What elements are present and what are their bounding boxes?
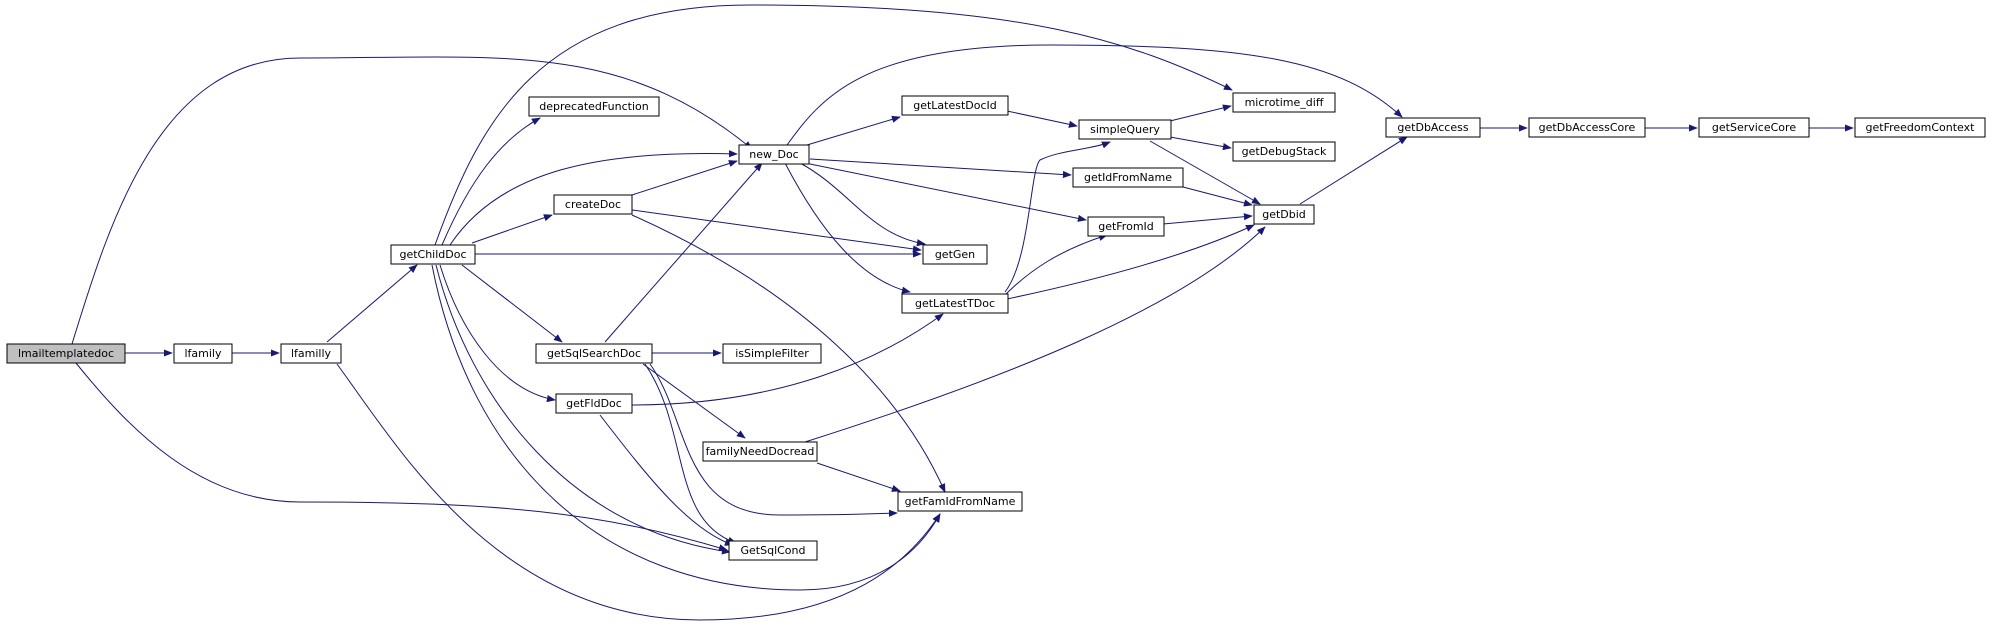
edge-new_Doc-getDbAccess: [786, 44, 1403, 146]
svg-text:GetSqlCond: GetSqlCond: [741, 544, 806, 557]
edge-createDoc-new_Doc: [631, 160, 738, 196]
node-isSimpleFilter[interactable]: isSimpleFilter: [722, 343, 822, 364]
svg-text:createDoc: createDoc: [565, 198, 621, 211]
node-simpleQuery[interactable]: simpleQuery: [1078, 119, 1172, 140]
edge-getLatestTDoc-simpleQuery: [1004, 141, 1111, 293]
node-lfamily[interactable]: lfamily: [173, 343, 233, 364]
edge-familyNeedDocread-getDbid: [804, 226, 1266, 443]
node-GetSqlCond[interactable]: GetSqlCond: [728, 540, 818, 561]
svg-text:getDbid: getDbid: [1262, 208, 1306, 221]
svg-text:getIdFromName: getIdFromName: [1084, 171, 1172, 184]
node-deprecatedFunction[interactable]: deprecatedFunction: [528, 96, 660, 117]
edge-getIdFromName-getDbid: [1182, 186, 1253, 207]
svg-text:getSqlSearchDoc: getSqlSearchDoc: [547, 347, 641, 360]
edge-getChildDoc-getFamIdFromName: [431, 264, 941, 591]
edge-createDoc-getFamIdFromName: [631, 214, 946, 493]
edge-lfamilly-getChildDoc: [326, 264, 418, 343]
svg-text:getDbAccessCore: getDbAccessCore: [1539, 121, 1636, 134]
edge-getDbid-getDbAccess: [1299, 136, 1408, 205]
edge-familyNeedDocread-getFamIdFromName: [816, 462, 901, 492]
edge-getSqlSearchDoc-familyNeedDocread: [642, 363, 746, 439]
edge-getChildDoc-getSqlSearchDoc: [461, 264, 563, 343]
node-getLatestTDoc[interactable]: getLatestTDoc: [901, 293, 1009, 314]
edge-getSqlSearchDoc-new_Doc: [604, 162, 763, 343]
node-getDebugStack[interactable]: getDebugStack: [1232, 141, 1336, 162]
node-layer: lmailtemplatedoc lfamily lfamilly getChi…: [6, 92, 1986, 561]
edge-simpleQuery-microtime_diff: [1169, 104, 1232, 122]
node-microtime_diff[interactable]: microtime_diff: [1232, 92, 1336, 113]
node-getIdFromName[interactable]: getIdFromName: [1072, 167, 1184, 188]
svg-text:getLatestDocId: getLatestDocId: [913, 99, 997, 112]
edge-getFromId-getDbid: [1162, 213, 1253, 225]
node-familyNeedDocread[interactable]: familyNeedDocread: [702, 441, 818, 462]
svg-text:getChildDoc: getChildDoc: [399, 248, 466, 261]
svg-text:getDbAccess: getDbAccess: [1397, 121, 1468, 134]
edge-getChildDoc-getFldDoc: [439, 264, 556, 403]
edge-createDoc-getGen: [631, 209, 922, 253]
node-getFamIdFromName[interactable]: getFamIdFromName: [897, 491, 1023, 512]
svg-text:lfamilly: lfamilly: [291, 347, 332, 360]
edge-layer: [71, 4, 1854, 621]
svg-text:new_Doc: new_Doc: [749, 148, 798, 161]
svg-text:microtime_diff: microtime_diff: [1245, 96, 1324, 109]
edge-new_Doc-getLatestTDoc: [784, 162, 911, 294]
node-getDbAccessCore[interactable]: getDbAccessCore: [1528, 117, 1646, 138]
edge-new_Doc-getGen: [799, 162, 926, 247]
edge-getFldDoc-GetSqlCond: [599, 414, 734, 546]
edge-getChildDoc-microtime_diff: [434, 4, 1233, 246]
svg-text:getFreedomContext: getFreedomContext: [1866, 121, 1976, 134]
node-getFldDoc[interactable]: getFldDoc: [555, 393, 633, 414]
edge-getSqlSearchDoc-GetSqlCond: [644, 363, 737, 544]
edge-getChildDoc-createDoc: [471, 214, 553, 244]
node-getGen[interactable]: getGen: [922, 244, 988, 265]
edge-lfamilly-getFamIdFromName: [336, 363, 941, 621]
svg-text:getServiceCore: getServiceCore: [1712, 121, 1796, 134]
node-getFromId[interactable]: getFromId: [1087, 216, 1165, 237]
svg-text:getGen: getGen: [935, 248, 975, 261]
edge-getChildDoc-GetSqlCond: [435, 264, 731, 555]
node-createDoc[interactable]: createDoc: [553, 194, 633, 215]
edge-getChildDoc-new_Doc: [449, 150, 738, 246]
node-new_Doc[interactable]: new_Doc: [738, 144, 810, 165]
svg-text:lfamily: lfamily: [184, 347, 221, 360]
node-getLatestDocId[interactable]: getLatestDocId: [901, 95, 1009, 116]
node-getSqlSearchDoc[interactable]: getSqlSearchDoc: [535, 343, 653, 364]
edge-getFldDoc-getLatestTDoc: [631, 313, 944, 406]
edge-getSqlSearchDoc-getFamIdFromName: [649, 363, 898, 517]
node-getFreedomContext[interactable]: getFreedomContext: [1854, 117, 1986, 138]
svg-text:lmailtemplatedoc: lmailtemplatedoc: [18, 347, 114, 360]
node-getDbid[interactable]: getDbid: [1253, 204, 1315, 225]
edge-new_Doc-getFromId: [804, 162, 1087, 222]
node-lmailtemplatedoc[interactable]: lmailtemplatedoc: [6, 343, 126, 364]
edge-simpleQuery-getDbid: [1149, 140, 1261, 205]
edge-new_Doc-getIdFromName: [809, 158, 1072, 179]
svg-text:deprecatedFunction: deprecatedFunction: [539, 100, 648, 113]
svg-text:isSimpleFilter: isSimpleFilter: [735, 347, 809, 360]
svg-text:getDebugStack: getDebugStack: [1242, 145, 1327, 158]
svg-text:familyNeedDocread: familyNeedDocread: [706, 445, 815, 458]
edge-getLatestTDoc-getFromId: [1004, 234, 1108, 296]
node-getServiceCore[interactable]: getServiceCore: [1698, 117, 1810, 138]
svg-text:getFldDoc: getFldDoc: [566, 397, 622, 410]
edge-lmailtemplatedoc-new_Doc: [71, 56, 753, 345]
node-getDbAccess[interactable]: getDbAccess: [1385, 117, 1481, 138]
svg-text:getFromId: getFromId: [1098, 220, 1154, 233]
svg-text:getFamIdFromName: getFamIdFromName: [905, 495, 1016, 508]
edge-lmailtemplatedoc-GetSqlCond: [75, 362, 728, 552]
edge-simpleQuery-getDebugStack: [1169, 136, 1232, 151]
node-getChildDoc[interactable]: getChildDoc: [390, 244, 476, 265]
svg-text:getLatestTDoc: getLatestTDoc: [915, 297, 995, 310]
edge-getChildDoc-deprecatedFunction: [441, 117, 541, 246]
edge-getLatestDocId-simpleQuery: [1006, 110, 1078, 128]
node-lfamilly[interactable]: lfamilly: [280, 343, 342, 364]
svg-text:simpleQuery: simpleQuery: [1090, 123, 1160, 136]
edge-new_Doc-getLatestDocId: [806, 115, 901, 146]
edge-getLatestTDoc-getDbid: [1006, 224, 1255, 300]
